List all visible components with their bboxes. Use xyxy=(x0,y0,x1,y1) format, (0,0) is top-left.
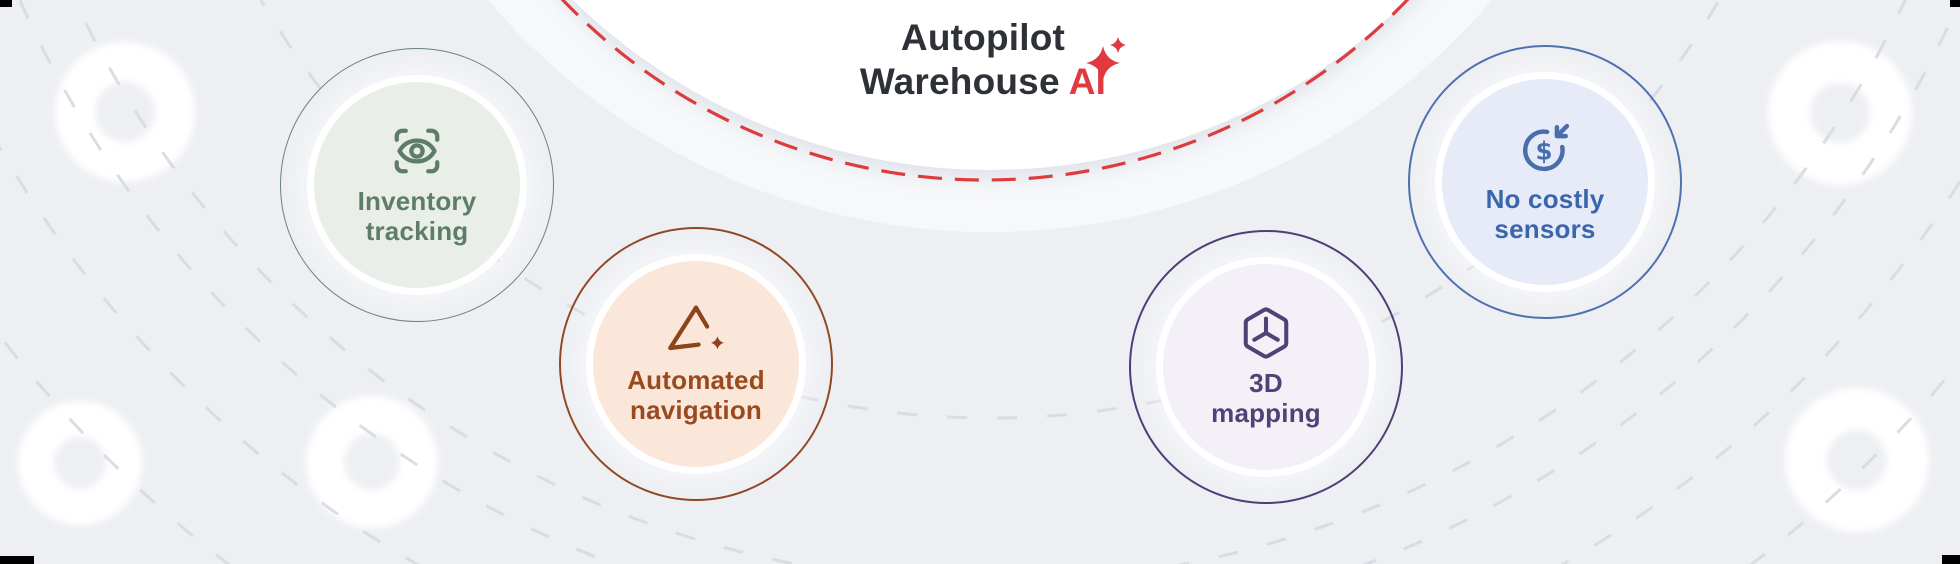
hub-title-word: Warehouse xyxy=(859,60,1060,102)
feature-label: Automated navigation xyxy=(627,364,765,425)
feature-disc: 3D mapping xyxy=(1163,264,1369,470)
feature-circle-inventory-tracking: Inventory tracking xyxy=(280,48,554,322)
faded-donut xyxy=(1785,388,1929,532)
hub-circle xyxy=(572,0,1408,170)
screen-corner-artifact xyxy=(0,0,12,7)
feature-circle-automated-navigation: Automated navigation xyxy=(559,227,833,501)
faded-donut xyxy=(18,401,142,525)
screen-corner-artifact xyxy=(1942,555,1960,564)
dollar-glyph: $ xyxy=(1536,136,1553,165)
faded-donut-shapes xyxy=(18,41,1929,532)
feature-label: No costly sensors xyxy=(1485,183,1605,244)
cube-3d-icon xyxy=(1243,307,1289,359)
feature-disc: $ No costly sensors xyxy=(1442,79,1648,285)
sparkle-icon xyxy=(1086,37,1126,80)
faded-donut xyxy=(306,396,438,528)
scan-eye-icon xyxy=(394,128,440,173)
faded-donut xyxy=(55,42,195,182)
dollar-refresh-icon: $ xyxy=(1523,123,1570,171)
feature-disc: Inventory tracking xyxy=(314,82,520,288)
feature-disc: Automated navigation xyxy=(593,261,799,467)
hub-title-line-1: Autopilot xyxy=(900,17,1066,58)
feature-circle-no-costly-sensors: $ No costly sensors xyxy=(1408,45,1682,319)
screen-corner-artifact xyxy=(1950,0,1960,7)
screen-corner-artifact xyxy=(0,556,34,564)
feature-circle-3d-mapping: 3D mapping xyxy=(1129,230,1403,504)
hub-glow-ring xyxy=(488,0,1492,232)
feature-label: Inventory tracking xyxy=(357,185,477,246)
faded-donut xyxy=(1768,41,1912,185)
navigation-sparkle-icon xyxy=(668,305,724,350)
feature-label: 3D mapping xyxy=(1211,367,1321,428)
